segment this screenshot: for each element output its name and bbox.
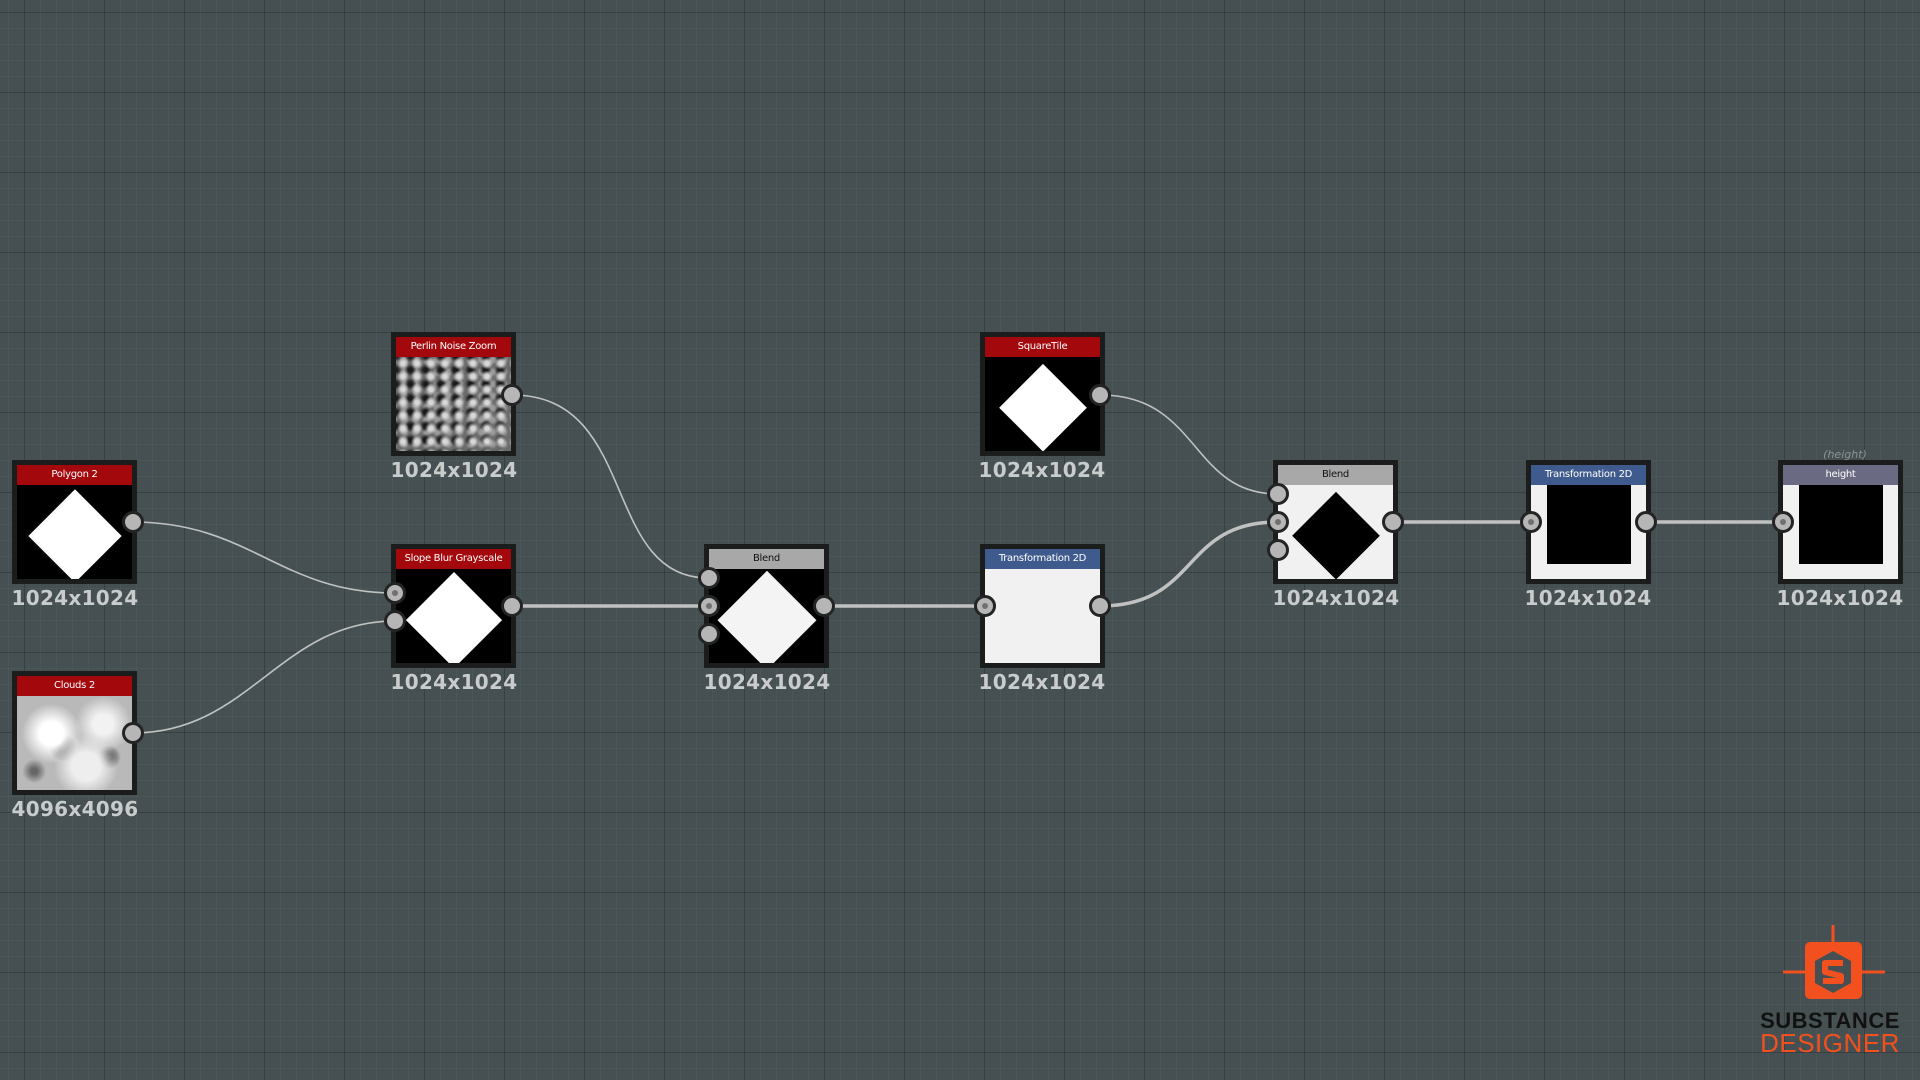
node-slope-blur-grayscale[interactable]: Slope Blur Grayscale — [391, 544, 516, 668]
node-resolution: 1024x1024 — [390, 458, 518, 482]
node-resolution: 1024x1024 — [978, 458, 1106, 482]
input-port-3[interactable] — [1267, 539, 1289, 561]
node-preview-black-square — [1531, 485, 1646, 579]
input-port-3[interactable] — [698, 623, 720, 645]
output-port[interactable] — [122, 722, 144, 744]
node-resolution: 1024x1024 — [1524, 586, 1652, 610]
input-port-1[interactable] — [1520, 511, 1542, 533]
node-preview-white — [985, 569, 1100, 663]
output-port[interactable] — [122, 511, 144, 533]
node-resolution: 1024x1024 — [11, 586, 139, 610]
substance-designer-logo: SUBSTANCE DESIGNER — [1755, 925, 1905, 1058]
node-squaretile[interactable]: SquareTile — [980, 332, 1105, 456]
output-port[interactable] — [501, 384, 523, 406]
node-polygon-2[interactable]: Polygon 2 — [12, 460, 137, 584]
input-port-1[interactable] — [1772, 511, 1794, 533]
output-identifier: (height) — [1823, 448, 1867, 461]
input-port-1[interactable] — [974, 595, 996, 617]
output-port[interactable] — [1089, 595, 1111, 617]
node-resolution: 4096x4096 — [11, 797, 139, 821]
node-preview-perlin — [396, 357, 511, 451]
node-preview-diamond — [709, 569, 824, 663]
node-preview-clouds — [17, 696, 132, 790]
node-title: Blend — [1278, 465, 1393, 485]
node-title: height — [1783, 465, 1898, 485]
node-title: Transformation 2D — [1531, 465, 1646, 485]
substance-logo-icon — [1783, 925, 1885, 999]
node-title: Clouds 2 — [17, 676, 132, 696]
node-title: Transformation 2D — [985, 549, 1100, 569]
node-title: Polygon 2 — [17, 465, 132, 485]
node-title: Perlin Noise Zoom — [396, 337, 511, 357]
node-perlin-noise-zoom[interactable]: Perlin Noise Zoom — [391, 332, 516, 456]
output-port[interactable] — [501, 595, 523, 617]
logo-text-substance: SUBSTANCE — [1760, 1008, 1900, 1033]
wire-squaretile-blend2[interactable] — [1099, 394, 1279, 495]
input-port-1[interactable] — [1267, 483, 1289, 505]
wire-perlin-blend1[interactable] — [511, 394, 710, 579]
node-transformation-2d-1[interactable]: Transformation 2D — [980, 544, 1105, 668]
wire-transform1-blend2[interactable] — [1098, 520, 1280, 608]
input-port-2[interactable] — [1267, 511, 1289, 533]
node-preview-diamond — [985, 357, 1100, 451]
node-blend-1[interactable]: Blend — [704, 544, 829, 668]
wire-clouds2-slopeblur[interactable] — [132, 620, 396, 734]
node-resolution: 1024x1024 — [978, 670, 1106, 694]
node-clouds-2[interactable]: Clouds 2 — [12, 671, 137, 795]
node-preview-diamond — [396, 569, 511, 663]
node-height-output[interactable]: height — [1778, 460, 1903, 584]
input-port-1[interactable] — [698, 567, 720, 589]
output-port[interactable] — [1382, 511, 1404, 533]
node-preview-black-diamond — [1278, 485, 1393, 579]
node-title: Slope Blur Grayscale — [396, 549, 511, 569]
node-blend-2[interactable]: Blend — [1273, 460, 1398, 584]
output-port[interactable] — [1635, 511, 1657, 533]
node-title: Blend — [709, 549, 824, 569]
input-port-2[interactable] — [384, 610, 406, 632]
node-preview-diamond — [17, 485, 132, 579]
node-transformation-2d-2[interactable]: Transformation 2D — [1526, 460, 1651, 584]
input-port-2[interactable] — [698, 595, 720, 617]
wire-polygon2-slopeblur[interactable] — [132, 521, 396, 594]
output-port[interactable] — [1089, 384, 1111, 406]
node-preview-black-square — [1783, 485, 1898, 579]
node-resolution: 1024x1024 — [1272, 586, 1400, 610]
input-port-1[interactable] — [384, 582, 406, 604]
node-resolution: 1024x1024 — [703, 670, 831, 694]
logo-text-designer: DESIGNER — [1760, 1028, 1900, 1058]
output-port[interactable] — [813, 595, 835, 617]
node-title: SquareTile — [985, 337, 1100, 357]
node-resolution: 1024x1024 — [1776, 586, 1904, 610]
node-resolution: 1024x1024 — [390, 670, 518, 694]
